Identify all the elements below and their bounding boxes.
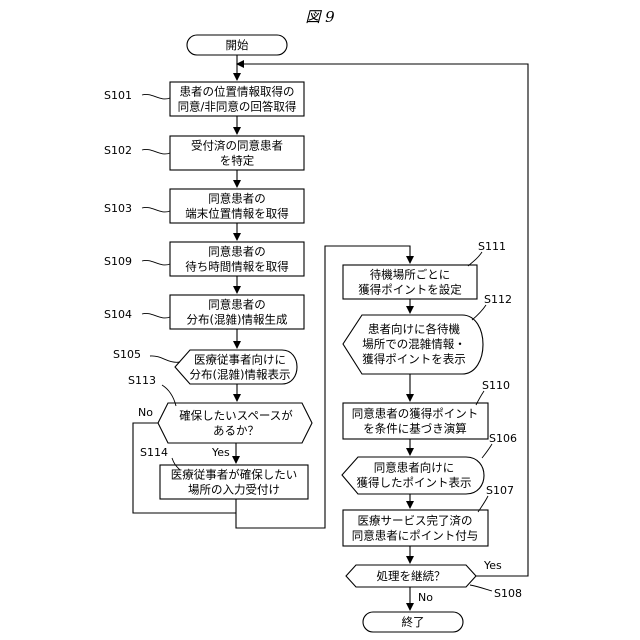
s106-line-0: 同意患者向けに — [374, 461, 455, 475]
s114-line-1: 場所の入力受付け — [188, 483, 280, 497]
end-label: 終了 — [402, 615, 425, 629]
branch-label-s113-yes: Yes — [211, 446, 230, 459]
s101-line-0: 患者の位置情報取得の — [180, 85, 295, 99]
process-s107-text: 医療サービス完了済の同意患者にポイント付与 — [352, 514, 479, 543]
step-label-s101: S101 — [104, 89, 132, 102]
start-line-0: 開始 — [226, 38, 249, 52]
step-label-s109: S109 — [104, 255, 132, 268]
s107-line-1: 同意患者にポイント付与 — [352, 529, 479, 543]
s111-line-1: 獲得ポイントを設定 — [358, 283, 462, 297]
step-label-s102: S102 — [104, 144, 132, 157]
branch-label-s108-yes: Yes — [483, 559, 502, 572]
s104-line-1: 分布(混雑)情報生成 — [187, 313, 288, 327]
s111-line-0: 待機場所ごとに — [370, 268, 451, 282]
s110-line-1: を条件に基づき演算 — [363, 422, 467, 436]
branch-label-s113-no: No — [138, 406, 153, 419]
step-label-s112: S112 — [484, 293, 512, 306]
branch-label-s108-no: No — [418, 591, 433, 604]
s112-line-0: 患者向けに各待機 — [368, 322, 460, 336]
step-label-s113: S113 — [128, 374, 156, 387]
s105-line-0: 医療従事者向けに — [194, 353, 286, 367]
process-s111-text: 待機場所ごとに獲得ポイントを設定 — [358, 268, 462, 297]
step-label-s114: S114 — [140, 446, 168, 459]
s109-line-0: 同意患者の — [208, 245, 266, 259]
decision-s108-text: 処理を継続？ — [377, 569, 446, 583]
process-s101-text: 患者の位置情報取得の同意/非同意の回答取得 — [178, 85, 297, 114]
s103-line-0: 同意患者の — [208, 192, 266, 206]
s112-line-1: 場所での混雑情報・ — [362, 337, 466, 351]
step-label-s108: S108 — [494, 587, 522, 600]
step-label-s103: S103 — [104, 202, 132, 215]
s106-line-1: 獲得したポイント表示 — [357, 476, 472, 490]
process-s110-text: 同意患者の獲得ポイントを条件に基づき演算 — [352, 407, 479, 436]
s114-line-0: 医療従事者が確保したい — [171, 468, 298, 482]
step-label-s106: S106 — [489, 432, 517, 445]
step-label-s104: S104 — [104, 308, 132, 321]
start-label: 開始 — [226, 38, 249, 52]
s103-line-1: 端末位置情報を取得 — [185, 207, 289, 221]
s109-line-1: 待ち時間情報を取得 — [185, 260, 289, 274]
process-s114-text: 医療従事者が確保したい場所の入力受付け — [171, 468, 298, 497]
s102-line-1: を特定 — [220, 154, 255, 168]
step-label-s105: S105 — [113, 348, 141, 361]
s104-line-0: 同意患者の — [208, 298, 266, 312]
end-line-0: 終了 — [402, 615, 425, 629]
s113-line-0: 確保したいスペースが — [179, 409, 293, 423]
s110-line-0: 同意患者の獲得ポイント — [352, 407, 479, 421]
step-label-s111: S111 — [478, 240, 506, 253]
s113-line-1: あるか？ — [213, 424, 259, 438]
s102-line-0: 受付済の同意患者 — [191, 139, 283, 153]
s101-line-1: 同意/非同意の回答取得 — [178, 100, 297, 114]
step-label-s107: S107 — [486, 484, 514, 497]
figure-title: 図 9 — [305, 8, 335, 26]
s107-line-0: 医療サービス完了済の — [358, 514, 473, 528]
step-label-s110: S110 — [482, 379, 510, 392]
s112-line-2: 獲得ポイントを表示 — [362, 352, 466, 366]
s105-line-1: 分布(混雑)情報表示 — [190, 368, 291, 382]
display-s112-text: 患者向けに各待機場所での混雑情報・獲得ポイントを表示 — [362, 322, 466, 366]
display-s105-text: 医療従事者向けに分布(混雑)情報表示 — [190, 353, 291, 382]
s108-line-0: 処理を継続？ — [377, 569, 446, 583]
